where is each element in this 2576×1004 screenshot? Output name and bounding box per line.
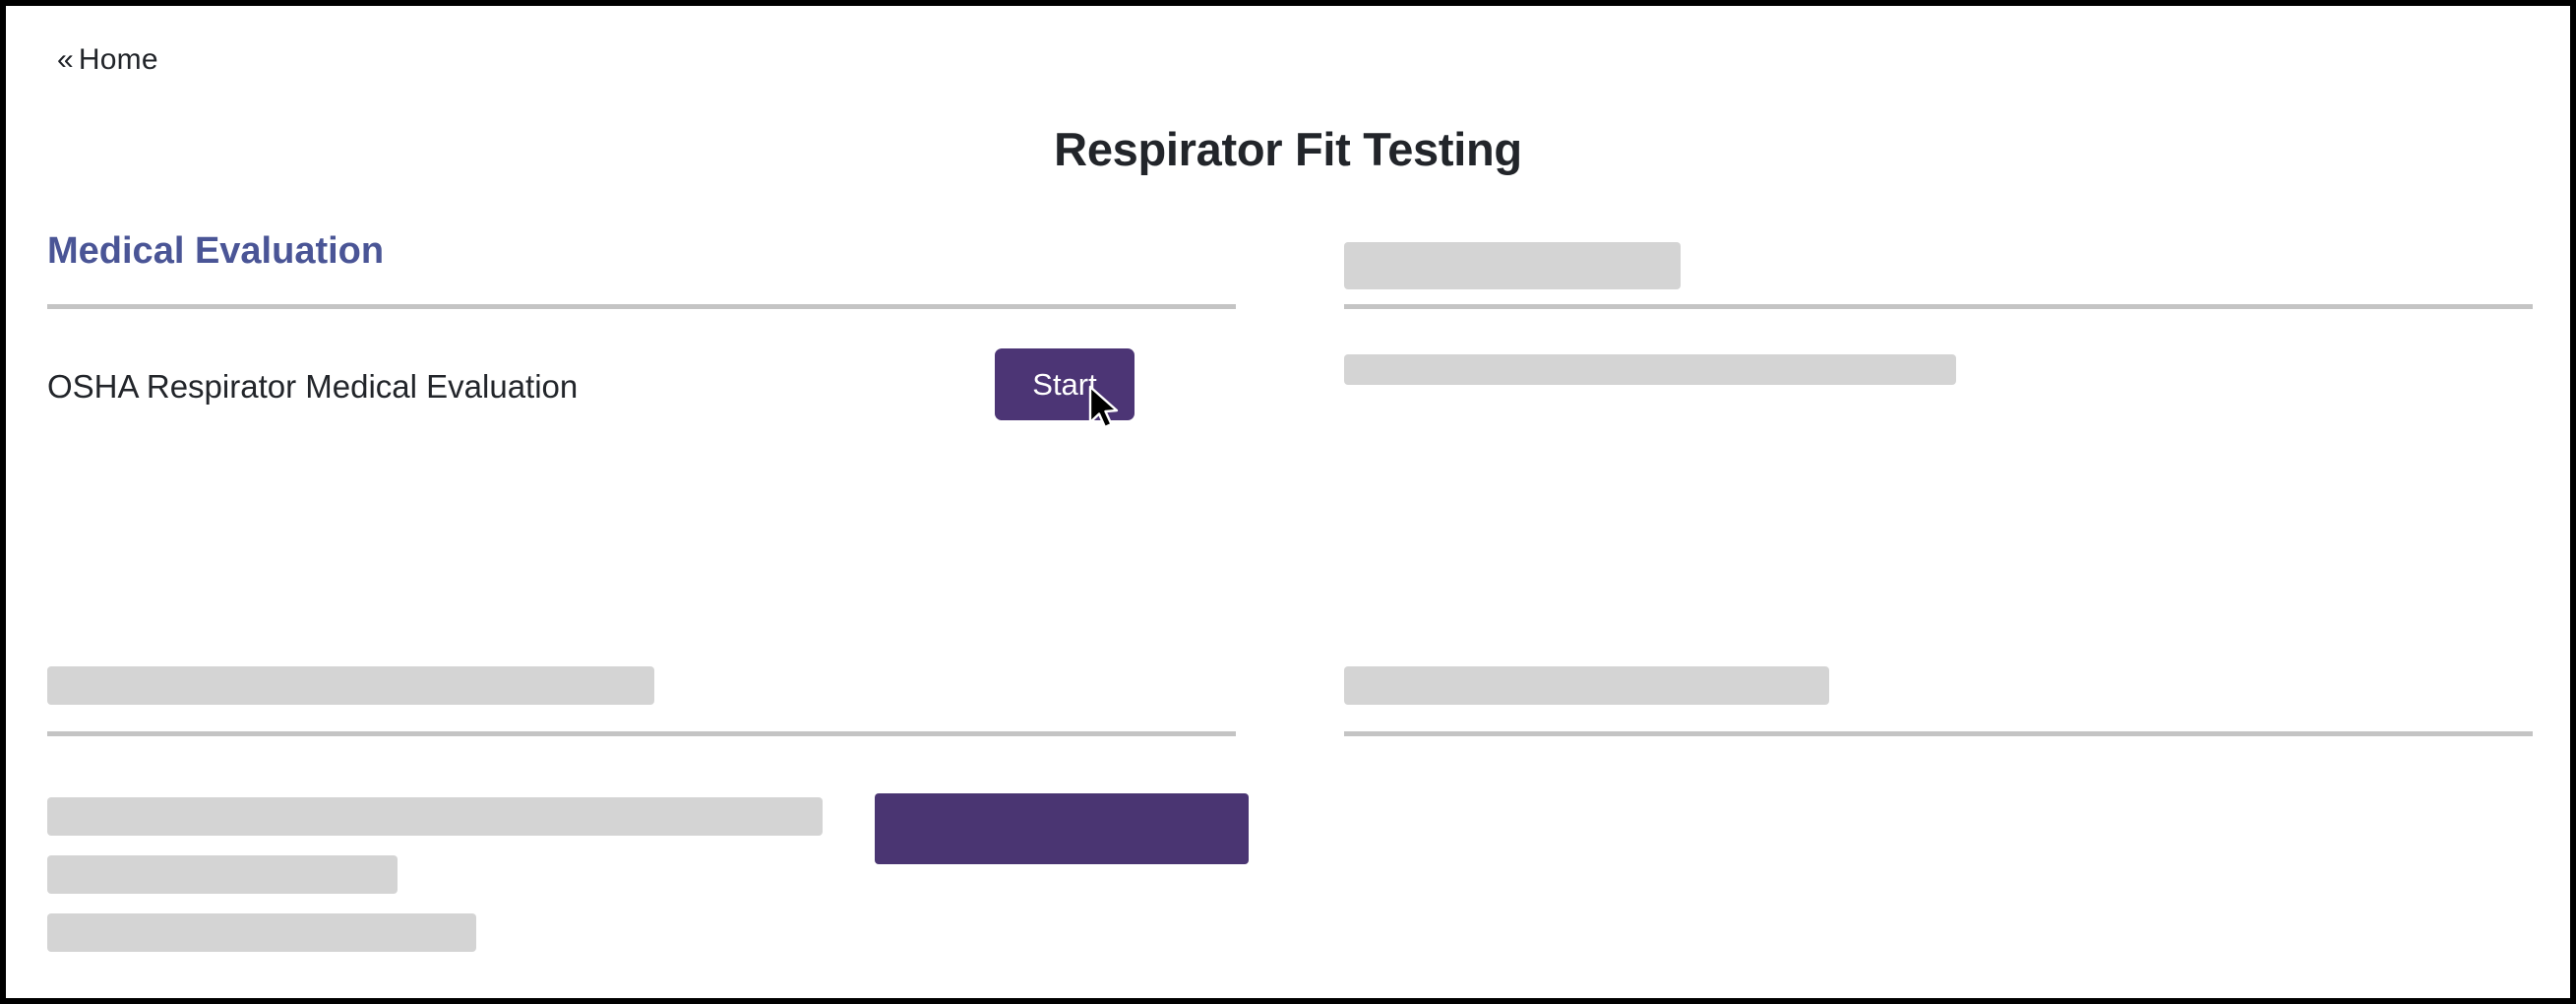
breadcrumb-label: Home bbox=[78, 43, 158, 76]
task-label: OSHA Respirator Medical Evaluation bbox=[47, 368, 579, 405]
skeleton-placeholder bbox=[1344, 666, 1829, 705]
section-divider bbox=[47, 731, 1236, 736]
left-column: Medical Evaluation OSHA Respirator Medic… bbox=[43, 6, 1249, 998]
section-divider bbox=[1344, 731, 2533, 736]
section-divider bbox=[47, 304, 1236, 309]
section-heading-medical-evaluation: Medical Evaluation bbox=[47, 230, 385, 272]
breadcrumb-home-link[interactable]: «Home bbox=[57, 43, 158, 77]
page-title: Respirator Fit Testing bbox=[1054, 123, 1522, 175]
app-window: «Home Respirator Fit Testing Medical Eva… bbox=[6, 6, 2570, 998]
skeleton-placeholder bbox=[1344, 354, 1956, 385]
skeleton-placeholder bbox=[47, 913, 476, 952]
task-row-osha-respirator-medical-evaluation: OSHA Respirator Medical Evaluation Start bbox=[47, 348, 1236, 421]
skeleton-placeholder bbox=[47, 797, 823, 836]
start-button[interactable]: Start bbox=[995, 348, 1135, 420]
right-column bbox=[1340, 6, 2533, 998]
skeleton-placeholder bbox=[47, 855, 398, 894]
purple-action-block[interactable] bbox=[875, 793, 1249, 864]
skeleton-placeholder bbox=[1344, 242, 1681, 289]
double-chevron-left-icon: « bbox=[57, 43, 74, 76]
skeleton-placeholder bbox=[47, 666, 654, 705]
section-divider bbox=[1344, 304, 2533, 309]
